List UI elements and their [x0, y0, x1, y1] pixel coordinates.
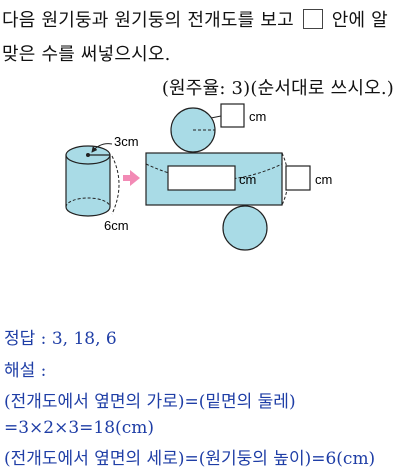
question-text-1b: 안에 알	[331, 10, 388, 31]
blank-box-icon	[302, 9, 323, 29]
cylinder-body	[65, 154, 111, 217]
explanation-line-2: =3×2×3=18(cm)	[4, 418, 154, 438]
pink-arrow-icon	[123, 170, 140, 186]
top-box-leader	[210, 115, 222, 119]
question-note: (원주율: 3)(순서대로 쓰시오.)	[161, 78, 394, 99]
net-bottom-circle	[222, 205, 268, 251]
question-text-1: 다음 원기둥과 원기둥의 전개도를 보고	[2, 10, 294, 31]
answer-box-radius	[220, 103, 245, 128]
radius-pointer-arrow	[91, 143, 113, 153]
cylinder-height-label: 6cm	[104, 218, 129, 233]
cylinder-bottom-hidden-edge	[65, 197, 111, 208]
question-line-1: 다음 원기둥과 원기둥의 전개도를 보고 안에 알	[2, 6, 388, 32]
height-dashed-arc	[111, 155, 120, 215]
unit-label-height: cm	[315, 172, 332, 187]
answer-box-height	[285, 165, 311, 191]
unit-label-radius: cm	[249, 109, 266, 124]
explanation-heading: 해설 :	[4, 361, 47, 381]
explanation-line-1: (전개도에서 옆면의 가로)=(밑면의 둘레)	[4, 392, 296, 412]
cylinder-net-figure: 3cm 6cm cm cm cm	[65, 103, 332, 251]
question-line-2: 맞은 수를 써넣으시오.	[2, 44, 171, 65]
answer-box-width	[167, 165, 236, 191]
cylinder-drawing: 3cm 6cm	[65, 134, 139, 233]
cylinder-center-dot	[86, 153, 90, 157]
net-drawing: cm cm cm	[145, 103, 332, 251]
unit-label-width: cm	[239, 172, 256, 187]
explanation-line-3: (전개도에서 옆면의 세로)=(원기둥의 높이)=6(cm)	[4, 449, 376, 469]
answer-line: 정답 : 3, 18, 6	[4, 329, 117, 349]
cylinder-radius-label: 3cm	[114, 134, 139, 149]
